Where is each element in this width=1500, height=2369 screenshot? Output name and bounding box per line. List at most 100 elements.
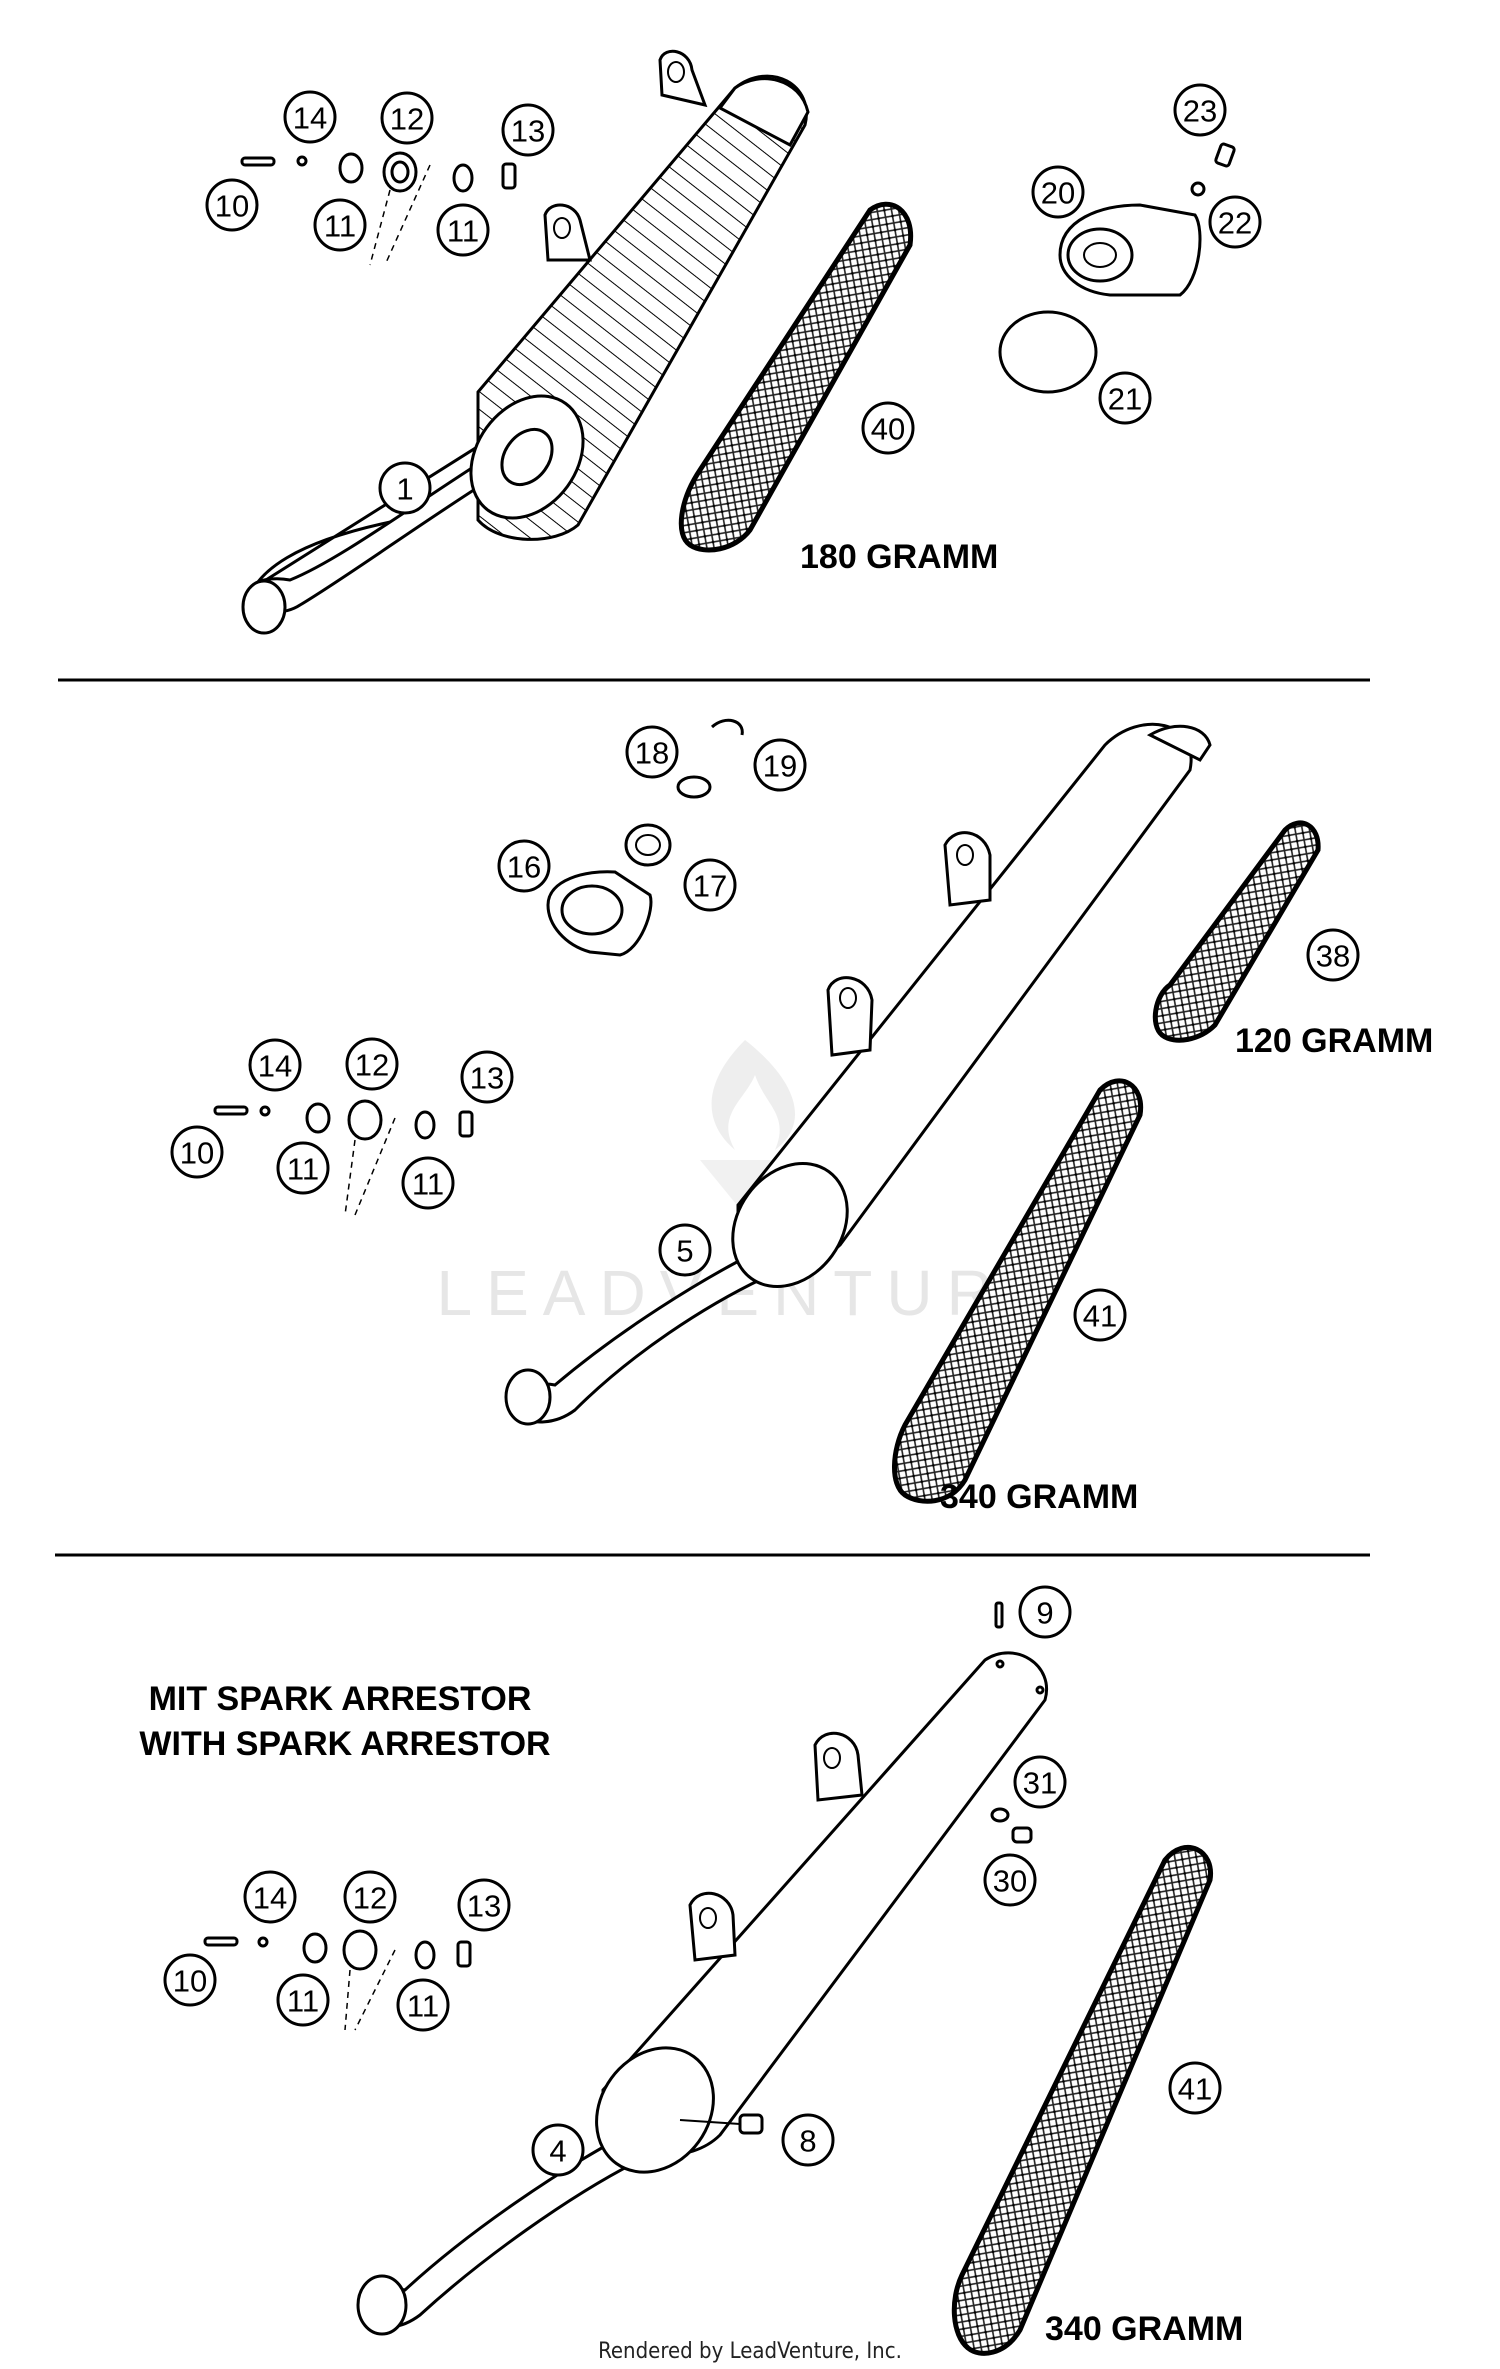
callout-number: 11 [287,1984,319,2019]
callout-18: 18 [625,725,679,779]
callout-number: 14 [253,1881,287,1916]
callout-circle [1013,1755,1067,1809]
callout-circle [531,2123,585,2177]
callout-5: 5 [658,1223,712,1277]
callout-number: 22 [1218,206,1252,241]
callout-13: 13 [460,1050,514,1104]
callout-17: 17 [683,858,737,912]
callout-12: 12 [380,91,434,145]
callout-number: 41 [1178,2072,1212,2107]
callout-10: 10 [170,1125,224,1179]
callout-number: 21 [1108,382,1142,417]
callout-11: 11 [276,1141,330,1195]
packing-40 [678,201,914,553]
spark-arrestor-heading-de: MIT SPARK ARRESTOR [149,1680,532,1718]
callout-10: 10 [163,1953,217,2007]
callout-12: 12 [343,1870,397,1924]
callout-circle [205,178,259,232]
callout-circle [861,401,915,455]
callout-circle [170,1125,224,1179]
callout-21: 21 [1098,371,1152,425]
callout-11: 11 [396,1978,450,2032]
packing-41-bottom [951,1845,1213,2356]
section-spark-arrestor: MIT SPARK ARRESTOR WITH SPARK ARRESTOR [139,1601,1243,2356]
callout-23: 23 [1173,83,1227,137]
spark-arrestor-heading-en: WITH SPARK ARRESTOR [139,1725,550,1763]
callout-number: 13 [470,1061,504,1096]
callout-number: 18 [635,736,669,771]
muffler-4 [356,1651,1049,2336]
callout-number: 11 [412,1167,444,1202]
callout-number: 23 [1183,94,1217,129]
callout-41: 41 [1073,1288,1127,1342]
callout-9: 9 [1018,1585,1072,1639]
callout-circle [283,90,337,144]
callout-circle [378,461,432,515]
callout-number: 10 [173,1964,207,1999]
callout-circle [625,725,679,779]
callout-circle [683,858,737,912]
callout-number: 11 [447,214,479,249]
callout-8: 8 [781,2113,835,2167]
callout-circle [658,1223,712,1277]
callout-number: 40 [871,412,905,447]
callout-11: 11 [313,198,367,252]
callout-circle [1031,165,1085,219]
callout-circle [1306,928,1360,982]
callout-20: 20 [1031,165,1085,219]
section-standard-muffler: 180 GRAMM [240,49,1236,635]
callout-circle [1168,2061,1222,2115]
callout-circle [401,1156,455,1210]
callout-circle [460,1050,514,1104]
callout-circle [436,203,490,257]
callout-1: 1 [378,461,432,515]
callout-number: 12 [355,1048,389,1083]
callout-circle [1173,83,1227,137]
callout-22: 22 [1208,195,1262,249]
callout-14: 14 [248,1038,302,1092]
mount-hardware-mid [213,1099,474,1216]
callout-number: 9 [1036,1596,1053,1631]
callout-number: 30 [993,1864,1027,1899]
muffler-5 [504,722,1212,1426]
callout-40: 40 [861,401,915,455]
callout-circle [457,1878,511,1932]
callout-number: 1 [396,472,413,507]
callout-number: 12 [353,1881,387,1916]
callout-number: 8 [799,2124,816,2159]
weight-label-38: 120 GRAMM [1235,1022,1433,1060]
packing-38 [1152,820,1321,1043]
callout-circle [1018,1585,1072,1639]
callout-circle [1073,1288,1127,1342]
callout-circle [781,2113,835,2167]
callout-10: 10 [205,178,259,232]
weight-label-41-mid: 340 GRAMM [940,1478,1138,1516]
callout-14: 14 [283,90,337,144]
callout-16: 16 [497,839,551,893]
packing-41-mid [892,1078,1144,1504]
mount-hardware-bottom [203,1929,472,2031]
callout-number: 13 [511,114,545,149]
callout-circle [276,1141,330,1195]
weight-label-40: 180 GRAMM [800,538,998,576]
callout-12: 12 [345,1037,399,1091]
callout-number: 20 [1041,176,1075,211]
callout-circle [1098,371,1152,425]
end-cap-parts [546,718,744,957]
callout-number: 41 [1083,1299,1117,1334]
callout-number: 13 [467,1889,501,1924]
callout-number: 11 [324,209,356,244]
callout-circle [396,1978,450,2032]
callout-11: 11 [436,203,490,257]
callout-number: 4 [549,2134,566,2169]
callout-circle [753,738,807,792]
callout-circle [497,839,551,893]
callout-30: 30 [983,1853,1037,1907]
callout-circle [243,1870,297,1924]
callout-circle [248,1038,302,1092]
callout-number: 12 [390,102,424,137]
callout-circle [983,1853,1037,1907]
callout-number: 5 [676,1234,693,1269]
